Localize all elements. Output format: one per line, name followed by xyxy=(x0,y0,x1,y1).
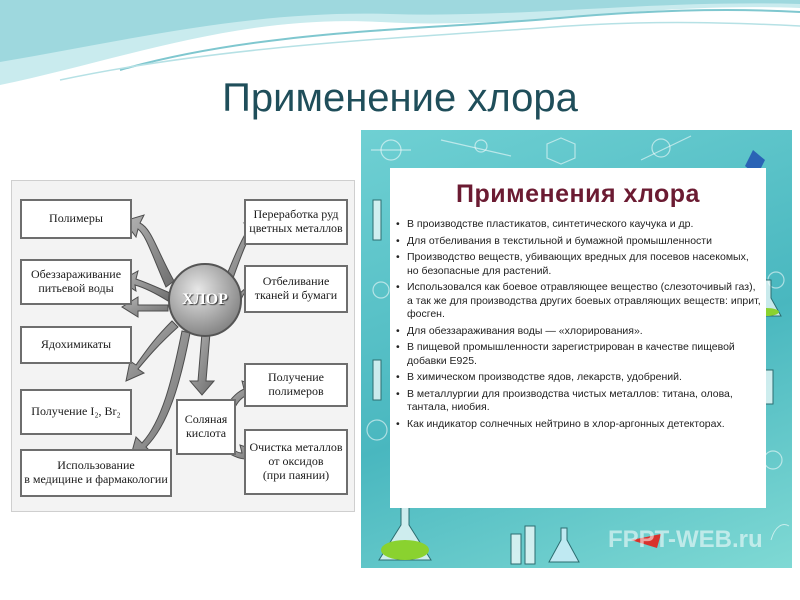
left-box-polymers: Полимеры xyxy=(20,199,132,239)
list-item: В производстве пластикатов, синтетическо… xyxy=(396,218,762,232)
list-item: В металлургии для производства чистых ме… xyxy=(396,388,762,415)
right-box-metal-cleaning: Очистка металлов от оксидов (при паянии) xyxy=(244,429,348,495)
right-box-ores: Переработка руд цветных металлов xyxy=(244,199,348,245)
poster-title: Применения хлора xyxy=(456,180,700,208)
lab-decoration xyxy=(366,135,790,565)
list-item: Использовался как боевое отравляющее вещ… xyxy=(396,281,762,322)
list-item: В химическом производстве ядов, лекарств… xyxy=(396,371,762,385)
left-box-pesticides: Ядохимикаты xyxy=(20,326,132,364)
left-box-water: Обеззараживание питьевой воды xyxy=(20,259,132,305)
left-box-iodine-bromine: Получение I₂, Br₂ xyxy=(20,389,132,435)
header-waves xyxy=(0,0,800,85)
left-box-medicine: Использование в медицине и фармакологии xyxy=(20,449,172,497)
list-item: Как индикатор солнечных нейтрино в хлор-… xyxy=(396,418,762,432)
slide-title: Применение хлора xyxy=(222,76,578,120)
acid-box: Соляная кислота xyxy=(176,399,236,455)
list-item: Производство веществ, убивающих вредных … xyxy=(396,251,762,278)
poster-watermark: FPPT-WEB.ru xyxy=(608,526,763,553)
list-item: Для отбеливания в текстильной и бумажной… xyxy=(396,235,762,249)
list-item: В пищевой промышленности зарегистрирован… xyxy=(396,341,762,368)
applications-list: В производстве пластикатов, синтетическо… xyxy=(396,218,762,434)
chlorine-diagram: ХЛОР Соляная кислота Полимеры Обеззаражи… xyxy=(11,180,355,512)
right-box-polymers: Получение полимеров xyxy=(244,363,348,407)
list-item: Для обеззараживания воды — «хлорирования… xyxy=(396,325,762,339)
poster-text-panel: Применения хлора В производстве пластика… xyxy=(390,168,766,508)
chlorine-hub: ХЛОР xyxy=(168,263,242,337)
right-box-bleaching: Отбеливание тканей и бумаги xyxy=(244,265,348,313)
